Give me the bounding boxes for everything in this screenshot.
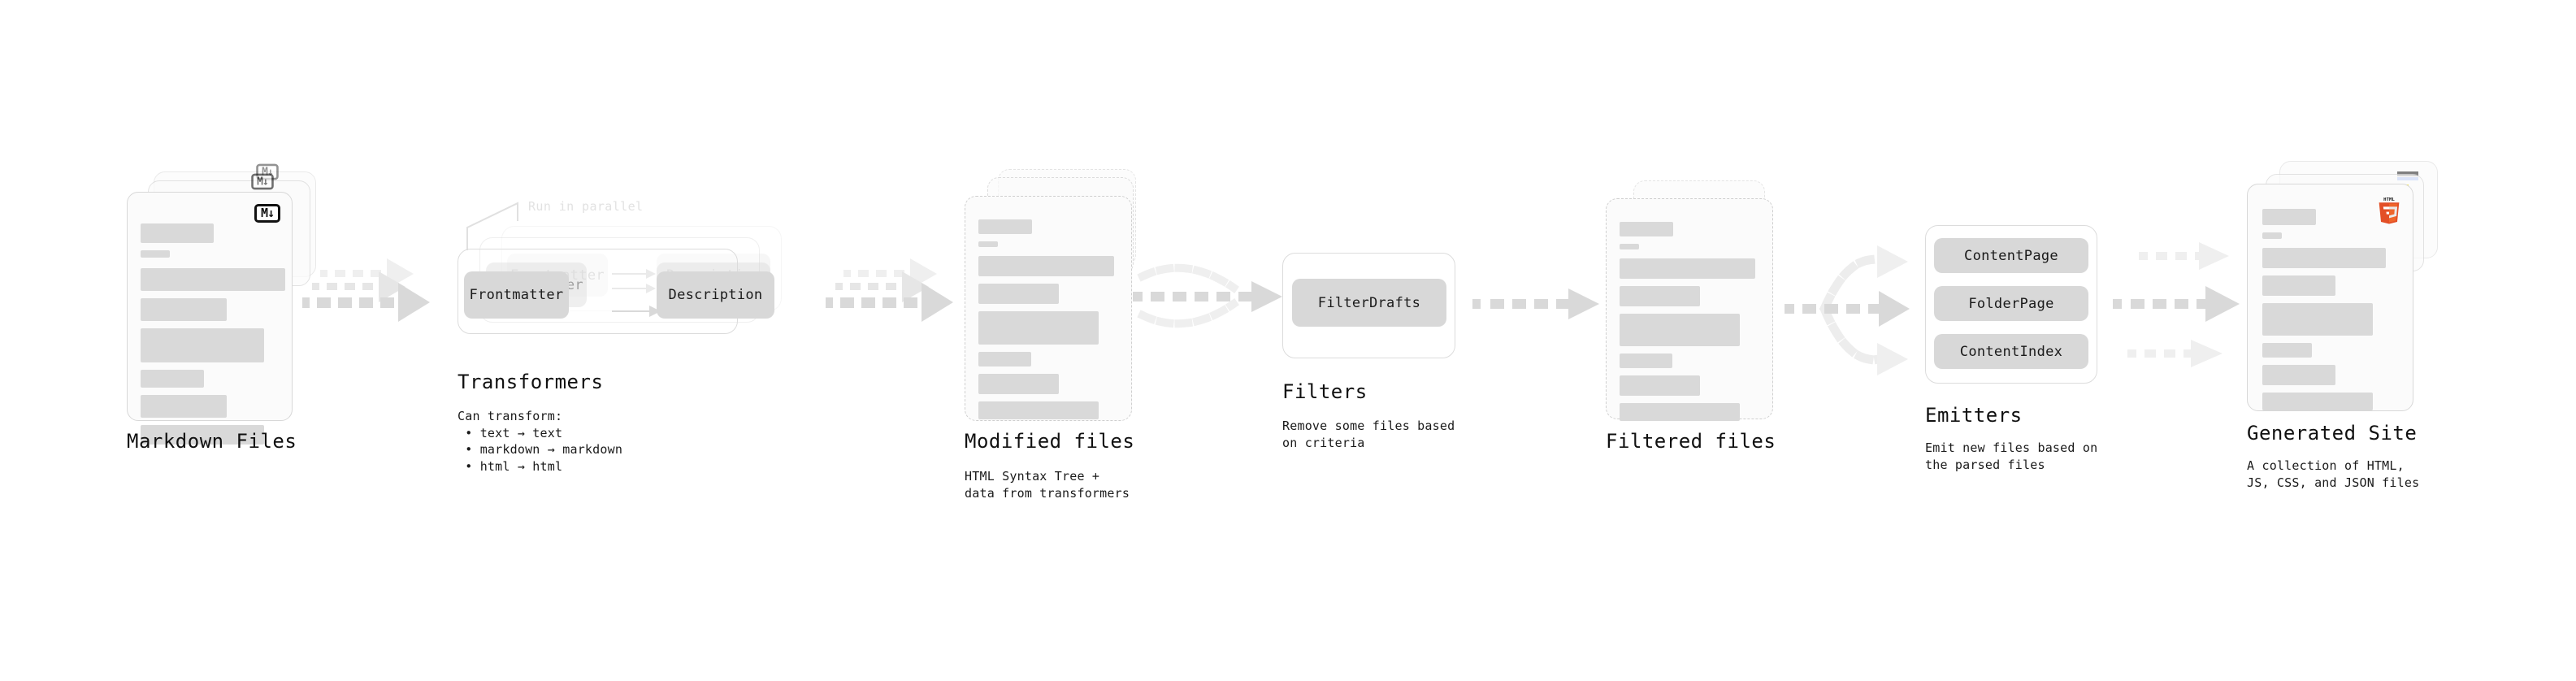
stage-title-modified-files: Modified files — [965, 430, 1135, 453]
site-skeleton — [2262, 209, 2398, 418]
filter-chip-filterdrafts[interactable]: FilterDrafts — [1292, 279, 1446, 327]
skeleton-bar — [978, 311, 1099, 345]
arrow-markdown-to-transformers — [302, 258, 430, 322]
emitter-chip-contentpage[interactable]: ContentPage — [1934, 238, 2088, 273]
site-card-front: HTML — [2247, 184, 2413, 411]
arrow-transformers-to-modified — [826, 258, 953, 322]
skeleton-bar — [2262, 393, 2373, 410]
skeleton-bar — [1620, 244, 1639, 249]
transformer-chip-frontmatter[interactable]: Frontmatter — [464, 271, 569, 319]
markdown-card-front: M↓ — [127, 192, 293, 445]
skeleton-bar — [2262, 248, 2386, 268]
skeleton-bar — [2262, 343, 2312, 358]
filtered-skeleton — [1620, 222, 1759, 428]
transformer-inner-arrows-ghost — [612, 269, 656, 293]
stage-title-generated-site: Generated Site — [2247, 422, 2418, 445]
skeleton-bar — [978, 241, 998, 247]
stage-caption-transformers: Can transform: • text → text • markdown … — [458, 409, 623, 475]
skeleton-bar — [1620, 314, 1740, 346]
stage-caption-generated-site: A collection of HTML, JS, CSS, and JSON … — [2247, 458, 2420, 490]
emitter-chip-contentindex[interactable]: ContentIndex — [1934, 334, 2088, 369]
arrow-filters-to-filtered — [1472, 288, 1599, 319]
transformer-chip-description[interactable]: Description — [657, 271, 774, 319]
skeleton-bar — [1620, 403, 1740, 421]
skeleton-bar — [978, 256, 1114, 276]
skeleton-bar — [2262, 209, 2316, 225]
stage-caption-modified-files: HTML Syntax Tree + data from transformer… — [965, 469, 1130, 501]
filtered-card-front — [1606, 198, 1773, 421]
arrow-filtered-to-emitters — [1785, 245, 1910, 375]
emitter-chip-folderpage[interactable]: FolderPage — [1934, 286, 2088, 321]
modified-card-front — [965, 196, 1132, 421]
skeleton-bar — [1620, 375, 1700, 396]
skeleton-bar — [978, 374, 1059, 394]
markdown-badge: M↓ — [254, 204, 280, 223]
modified-skeleton — [978, 219, 1118, 427]
skeleton-bar — [2262, 275, 2335, 296]
skeleton-bar — [978, 284, 1059, 304]
skeleton-bar — [1620, 258, 1755, 279]
skeleton-bar — [2262, 232, 2282, 239]
transformer-inner-arrow — [612, 306, 661, 317]
skeleton-bar — [2262, 365, 2335, 385]
skeleton-bar — [141, 370, 204, 388]
stage-title-markdown-files: Markdown Files — [127, 430, 297, 453]
skeleton-bar — [141, 223, 214, 243]
skeleton-bar — [141, 268, 285, 291]
stage-title-filtered-files: Filtered files — [1606, 430, 1776, 453]
stage-title-emitters: Emitters — [1925, 404, 2023, 427]
parallel-leader-line — [466, 202, 518, 250]
html5-badge: HTML — [2379, 197, 2400, 224]
svg-text:HTML: HTML — [2383, 197, 2395, 202]
skeleton-bar — [2262, 303, 2373, 336]
skeleton-bar — [978, 352, 1031, 367]
skeleton-bar — [141, 395, 227, 418]
arrow-emitters-to-site — [2113, 242, 2240, 367]
stage-caption-emitters: Emit new files based on the parsed files — [1925, 440, 2098, 472]
stage-title-transformers: Transformers — [458, 371, 604, 393]
skeleton-bar — [141, 250, 170, 258]
stage-caption-filters: Remove some files based on criteria — [1282, 419, 1455, 450]
arrow-modified-to-filters — [1133, 263, 1282, 328]
skeleton-bar — [1620, 354, 1672, 368]
skeleton-bar — [141, 328, 264, 362]
skeleton-bar — [1620, 222, 1673, 236]
skeleton-bar — [978, 401, 1099, 419]
markdown-badge-ghost: M↓ — [251, 173, 274, 190]
skeleton-bar — [978, 219, 1032, 234]
skeleton-bar — [1620, 286, 1700, 306]
stage-title-filters: Filters — [1282, 380, 1368, 403]
run-in-parallel-label: Run in parallel — [528, 199, 644, 214]
markdown-skeleton — [141, 223, 285, 452]
skeleton-bar — [141, 298, 227, 321]
skeleton-bar — [141, 425, 264, 445]
